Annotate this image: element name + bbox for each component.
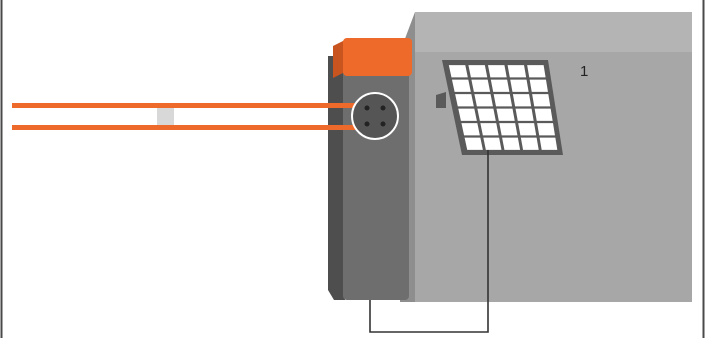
hub-bolt [364,105,370,111]
solar-cell [451,79,471,92]
boom-rail-upper [12,103,364,108]
solar-cell [483,137,502,150]
solar-cell [529,79,548,92]
solar-cell [518,123,537,136]
solar-panel-bracket [436,92,446,108]
solar-cell [487,65,507,78]
solar-cells [448,65,558,150]
boom-rail-lower [12,125,364,130]
solar-cell [515,108,534,121]
solar-cell [490,79,510,92]
solar-cell [539,137,558,150]
solar-cell [480,123,499,136]
boom-arm [12,103,364,130]
boom-hub [351,92,399,140]
solar-cell [461,123,480,136]
barrier-housing [328,38,412,300]
solar-cell [455,94,474,107]
solar-cell [464,137,483,150]
wall [400,12,692,302]
callout-solar-panel: 1 [580,63,588,80]
barrier-cap [343,38,412,76]
solar-cell [496,108,515,121]
solar-cell [502,137,521,150]
solar-cell [448,65,468,78]
hub-bolt [364,121,370,127]
solar-cell [477,108,496,121]
boom-hub-disc [351,92,399,140]
solar-cell [474,94,493,107]
solar-cell [532,94,551,107]
solar-cell [458,108,477,121]
solar-cell [499,123,518,136]
solar-cell [493,94,513,107]
hub-bolt [380,105,386,111]
solar-cell [507,65,527,78]
solar-cell [527,65,546,78]
solar-cell [510,79,529,92]
solar-cell [520,137,539,150]
solar-panel [436,60,563,155]
barrier-side [328,56,345,300]
solar-cell [537,123,555,136]
solar-cell [471,79,491,92]
solar-cell [512,94,532,107]
boom-spacer [157,108,174,125]
solar-cell [468,65,488,78]
solar-cell [534,108,553,121]
barrier-cap-side [333,40,345,78]
cable [369,150,489,333]
wall-top-face [415,12,692,52]
hub-bolt [380,121,386,127]
